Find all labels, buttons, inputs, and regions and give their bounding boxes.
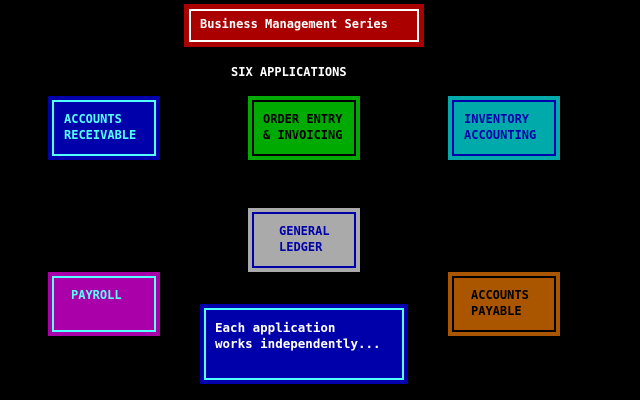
tile-border bbox=[252, 100, 356, 156]
tile-border bbox=[452, 100, 556, 156]
title-banner: Business Management Series bbox=[184, 4, 424, 47]
tile-label: ACCOUNTS PAYABLE bbox=[471, 288, 529, 318]
subtitle: SIX APPLICATIONS bbox=[231, 65, 347, 79]
tile-border bbox=[52, 276, 156, 332]
app-tile-general-ledger[interactable]: GENERAL LEDGER bbox=[248, 208, 360, 272]
tile-label: ORDER ENTRY & INVOICING bbox=[263, 112, 343, 142]
app-tile-order-entry[interactable]: ORDER ENTRY & INVOICING bbox=[248, 96, 360, 160]
message-box: Each application works independently... bbox=[200, 304, 408, 384]
app-tile-inventory[interactable]: INVENTORY ACCOUNTING bbox=[448, 96, 560, 160]
message-box-border bbox=[204, 308, 404, 380]
tile-label: GENERAL LEDGER bbox=[279, 224, 330, 254]
app-tile-payroll[interactable]: PAYROLL bbox=[48, 272, 160, 336]
tile-border bbox=[452, 276, 556, 332]
title-banner-border bbox=[189, 9, 419, 42]
app-tile-accounts-payable[interactable]: ACCOUNTS PAYABLE bbox=[448, 272, 560, 336]
message-text: Each application works independently... bbox=[215, 320, 381, 351]
app-tile-accounts-receivable[interactable]: ACCOUNTS RECEIVABLE bbox=[48, 96, 160, 160]
tile-border bbox=[52, 100, 156, 156]
tile-label: PAYROLL bbox=[71, 288, 122, 302]
app-title: Business Management Series bbox=[200, 17, 388, 31]
tile-border bbox=[252, 212, 356, 268]
tile-label: INVENTORY ACCOUNTING bbox=[464, 112, 537, 142]
tile-label: ACCOUNTS RECEIVABLE bbox=[64, 112, 137, 142]
